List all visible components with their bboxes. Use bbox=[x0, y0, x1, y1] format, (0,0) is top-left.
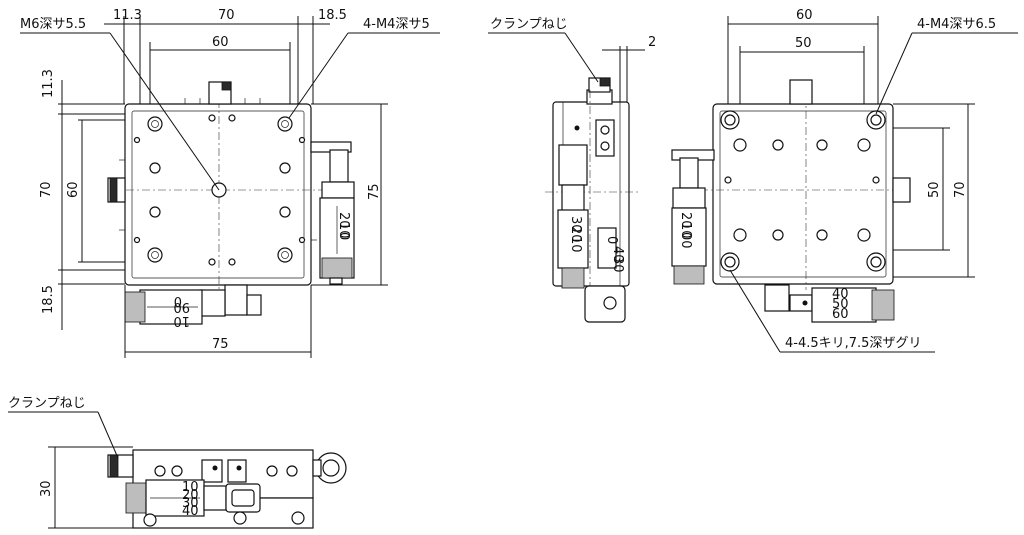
dim-2-side: 2 bbox=[648, 35, 656, 50]
dim-75-right: 75 bbox=[367, 183, 382, 200]
bottom-micrometer-scale-1: 90 bbox=[173, 299, 190, 314]
front-micrometer-scale-1: 20 bbox=[182, 488, 199, 503]
right-micrometer-scale-0: 0 bbox=[336, 232, 351, 240]
right-micrometer-scale-1: 10 bbox=[336, 222, 351, 239]
front-micrometer-scale-2: 30 bbox=[182, 496, 199, 511]
back-view: 00 10 20 40 50 60 60 50 bbox=[671, 8, 1018, 353]
dim-11-3-left: 11.3 bbox=[41, 69, 56, 98]
front-micrometer-scale-0: 10 bbox=[182, 480, 199, 495]
dim-70-top: 70 bbox=[218, 8, 235, 23]
dim-50-plan: 50 bbox=[795, 36, 812, 51]
callout-clamp-side: クランプねじ bbox=[490, 17, 568, 32]
callout-m4-tap-back: 4-M4深サ6.5 bbox=[917, 17, 996, 32]
side-lower-scale-0: 0 bbox=[604, 236, 619, 244]
side-micrometer-scale-1: 20 bbox=[568, 226, 583, 243]
dim-60-left: 60 bbox=[66, 181, 81, 198]
dim-18-5-top: 18.5 bbox=[318, 8, 347, 23]
top-view-bottom-micrometer: 0 90 10 bbox=[124, 284, 262, 328]
bottom-micrometer-scale-2: 10 bbox=[173, 313, 190, 328]
callout-m6-tap: M6深サ5.5 bbox=[20, 17, 86, 32]
callout-m4-tap-front: 4-M4深サ5 bbox=[363, 17, 430, 32]
back-micrometer-v-scale-2: 20 bbox=[678, 212, 693, 229]
back-micrometer-h-scale-0: 40 bbox=[832, 287, 849, 302]
dim-60-top: 60 bbox=[212, 35, 229, 50]
top-view-holes bbox=[133, 114, 306, 266]
dim-70-plan-v: 70 bbox=[953, 181, 968, 198]
back-micrometer-h-scale-2: 60 bbox=[832, 307, 849, 322]
dim-75-bottom: 75 bbox=[212, 337, 229, 352]
front-view: 10 20 30 40 30 クランプねじ bbox=[8, 396, 347, 529]
callout-counterbore: 4-4.5キリ,7.5深ザグリ bbox=[785, 336, 921, 351]
back-micrometer-v-scale-1: 10 bbox=[678, 222, 693, 239]
dim-60-plan: 60 bbox=[796, 8, 813, 23]
side-lower-scale-2: 30 bbox=[610, 256, 625, 273]
dim-70-left: 70 bbox=[39, 181, 54, 198]
dim-30-height: 30 bbox=[39, 480, 54, 497]
back-micrometer-h-scale-1: 50 bbox=[832, 297, 849, 312]
callout-clamp-front: クランプねじ bbox=[8, 396, 86, 411]
side-lower-scale-1: 40 bbox=[610, 246, 625, 263]
front-micrometer-scale-3: 40 bbox=[182, 504, 199, 519]
bottom-micrometer-scale-0: 0 bbox=[174, 293, 182, 308]
top-view: 0 10 20 0 90 10 11.3 70 bbox=[20, 8, 440, 358]
side-micrometer-scale-0: 10 bbox=[568, 236, 583, 253]
back-view-counterbores bbox=[720, 110, 886, 272]
right-micrometer-scale-2: 20 bbox=[336, 212, 351, 229]
dim-50-plan-v: 50 bbox=[927, 181, 942, 198]
top-view-right-micrometer: 0 10 20 bbox=[310, 141, 355, 285]
dim-18-5-left: 18.5 bbox=[41, 285, 56, 314]
side-micrometer-scale-2: 30 bbox=[568, 216, 583, 233]
side-view: 10 20 30 0 40 30 2 クランプねじ bbox=[488, 17, 656, 323]
dim-11-3-top: 11.3 bbox=[113, 8, 142, 23]
back-micrometer-v-scale-0: 00 bbox=[678, 232, 693, 249]
back-view-body bbox=[712, 103, 894, 285]
